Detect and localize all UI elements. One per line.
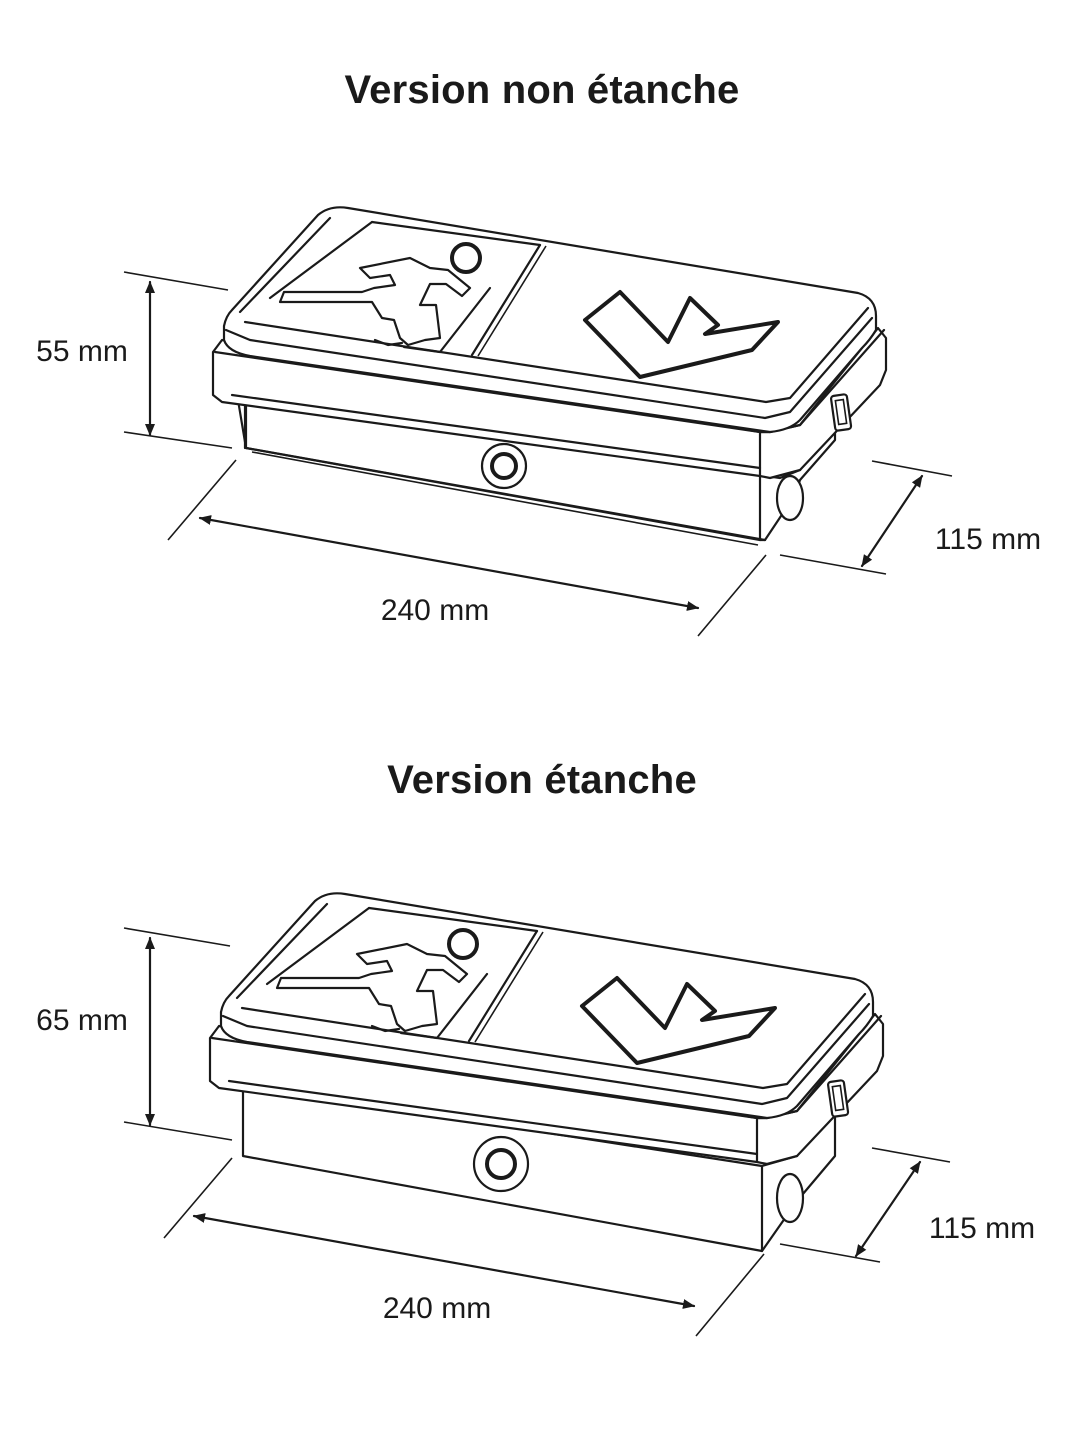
- depth-label: 115 mm: [929, 1212, 1035, 1245]
- arrow-down-left-icon: [580, 976, 777, 1065]
- length-label: 240 mm: [383, 1292, 491, 1325]
- title-waterproof: Version étanche: [387, 758, 697, 802]
- depth-label: 115 mm: [935, 523, 1041, 556]
- exit-box-drawing: [211, 205, 888, 548]
- running-man-exit-icon: [278, 242, 482, 347]
- depth-dimension: [779, 1147, 951, 1263]
- length-dimension: [163, 1157, 765, 1337]
- diagram-non-waterproof: 55 mm 240 mm 115 mm: [36, 205, 1041, 637]
- length-label: 240 mm: [381, 594, 489, 627]
- panel-waterproof: Version étanche: [0, 700, 1084, 1451]
- panel-non-waterproof: Version non étanche 55 mm 240 mm: [0, 0, 1084, 700]
- arrow-down-left-icon: [583, 290, 780, 379]
- height-dimension: [123, 927, 233, 1141]
- height-label: 55 mm: [36, 335, 128, 368]
- height-label: 65 mm: [36, 1004, 128, 1037]
- height-dimension: [123, 271, 233, 449]
- exit-box-drawing-waterproof: [208, 892, 885, 1253]
- depth-dimension: [779, 460, 953, 575]
- diagram-waterproof-overlay: 65 mm 240 mm 115 mm: [36, 892, 1035, 1337]
- running-man-exit-icon: [275, 928, 479, 1033]
- length-dimension: [167, 459, 767, 637]
- title-non-waterproof: Version non étanche: [344, 68, 740, 112]
